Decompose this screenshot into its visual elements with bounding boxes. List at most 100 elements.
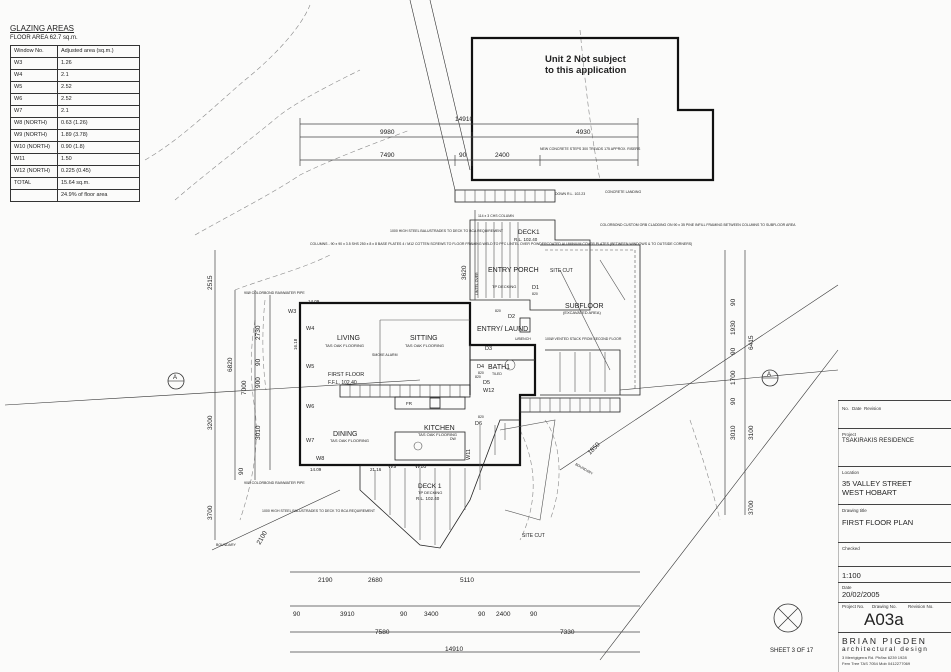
door-size-3: 820 [478, 371, 484, 375]
north-arrow-icon [773, 603, 803, 633]
note-balustrade-top: 1000 HIGH STEEL BALUSTRADES TO DECK TO B… [390, 229, 504, 233]
dim-3010-right: 3010 [730, 425, 737, 440]
tb-drawing-title: FIRST FLOOR PLAN [842, 518, 914, 527]
unit2-note: Unit 2 Not subject to this application [545, 54, 627, 76]
tb-project: TSAKIRAKIS RESIDENCE [842, 438, 915, 444]
window-w12: W12 [483, 388, 494, 394]
dim-90-bot-c: 90 [478, 611, 486, 618]
tb-location-label: Location [842, 470, 860, 475]
note-rainwater-top: 90Ø COLORBOND RAINWATER PIPE [244, 291, 305, 295]
section-marker-right: A [761, 369, 779, 387]
dim-90-right-b: 90 [730, 347, 737, 355]
tb-date: Date [852, 406, 862, 411]
section-line-right [619, 369, 839, 391]
boundary-line-bottom [599, 349, 839, 661]
stove-icon [429, 397, 441, 409]
note-lintel: LINTEL OVER [475, 272, 479, 295]
tb-drawing-no: A03a [864, 610, 904, 629]
ffl-label: F.F.L. 102.40 [328, 380, 357, 386]
dim-2515: 2515 [207, 275, 214, 290]
tb-revision-no-label: Revision No. [908, 604, 934, 609]
lower-stairs [519, 397, 621, 413]
door-d5: D5 [483, 380, 490, 386]
dim-90-top: 90 [459, 152, 467, 159]
tb-location-1: 35 VALLEY STREET [842, 479, 912, 488]
deck-top-rl: R.L. 102.40 [514, 237, 538, 242]
dim-3620: 3620 [461, 265, 468, 280]
note-rainwater-bottom: 90Ø COLORBOND RAINWATER PIPE [244, 481, 305, 485]
dim-6820: 6820 [227, 357, 234, 372]
glazing-area-cell: 24.9% of floor area [57, 189, 140, 202]
tb-project-label: Project [842, 432, 857, 437]
dim-4930: 4930 [576, 129, 591, 136]
deck-top-label: DECK1 [518, 229, 540, 236]
dim-3200: 3200 [207, 415, 214, 430]
room-entry-laund: ENTRY/ LAUND [477, 326, 528, 333]
marker-c: 21.16 [370, 467, 382, 472]
glazing-area-cell: Adjusted area (sq.m.) [57, 45, 140, 58]
dim-2400-bot: 2400 [496, 611, 511, 618]
glazing-row: W9 (NORTH)1.89 (3.78) [10, 129, 140, 142]
fridge-label: FR [406, 401, 413, 406]
dim-7000: 7000 [241, 380, 248, 395]
marker-a: 14.09 [308, 299, 320, 304]
dim-5110: 5110 [460, 577, 474, 584]
top-stairs [454, 189, 556, 203]
dim-90-right-c: 90 [730, 397, 737, 405]
bottom-deck-outline [359, 419, 521, 549]
glazing-areas-table: GLAZING AREAS FLOOR AREA 62.7 sq.m. Wind… [10, 24, 140, 202]
dim-3010-left: 3010 [255, 425, 262, 440]
tb-date-value: 20/02/2005 [842, 590, 880, 599]
door-d2: D2 [508, 314, 515, 320]
note-tiled: TILED [492, 372, 502, 376]
room-sitting: SITTING [410, 335, 438, 342]
dim-3400: 3400 [424, 611, 439, 618]
window-w11: W11 [466, 449, 472, 460]
kitchen-island [394, 431, 466, 461]
section-marker-a-right: A [767, 372, 771, 378]
door-d4: D4 [477, 364, 484, 370]
note-balustrade-bottom: 1000 HIGH STEEL BALUSTRADES TO DECK TO B… [262, 509, 376, 513]
right-stairs [545, 349, 621, 395]
glazing-header-row: Window No.Adjusted area (sq.m.) [10, 45, 140, 58]
tb-checked-label: Checked [842, 546, 860, 551]
window-w10: W10 [415, 464, 426, 470]
note-boundary-2: BOUNDARY [575, 462, 595, 476]
glazing-row: 24.9% of floor area [10, 189, 140, 202]
boundary-line-right [559, 284, 839, 471]
internal-stairs [339, 384, 471, 398]
room-entry-porch-floor: TP DECKING [492, 284, 516, 289]
title-block: No. Date Revision Project TSAKIRAKIS RES… [838, 400, 951, 672]
dim-2100: 2100 [256, 530, 269, 546]
dim-3100: 3100 [748, 425, 755, 440]
first-floor-label: FIRST FLOOR [328, 372, 364, 378]
dim-14910-bot: 14910 [445, 646, 463, 653]
boundary-line-top-2 [429, 0, 471, 171]
dim-1700: 1700 [730, 370, 737, 385]
smoke-alarm-label: SMOKE ALARM [372, 353, 398, 357]
tb-location-2: WEST HOBART [842, 488, 897, 497]
dim-900: 900 [255, 377, 262, 388]
tb-firm-addr: 3 Merrigigerra Rd. Ph/fax 6239 1928 [842, 655, 907, 660]
unit2-outline [470, 36, 715, 182]
window-w3: W3 [288, 309, 296, 315]
room-subfloor-sub: (EXCAVATED AREA) [563, 310, 601, 315]
dim-2190: 2190 [318, 577, 333, 584]
dim-90-left-a: 90 [255, 358, 262, 366]
deck-bottom-label: DECK 1 [418, 483, 442, 490]
door-size-5: 820 [478, 415, 484, 419]
dim-90-right-a: 90 [730, 298, 737, 306]
site-cut-2: SITE CUT [522, 533, 545, 539]
dim-7490: 7490 [380, 152, 395, 159]
room-dining: DINING [333, 431, 358, 438]
dim-1930: 1930 [730, 320, 737, 335]
marker-b: 14.09 [310, 467, 322, 472]
dim-2400-top: 2400 [495, 152, 510, 159]
dim-1850: 1850 [586, 441, 601, 456]
note-landing: CONCRETE LANDING [605, 190, 641, 194]
glazing-floor-area: FLOOR AREA 62.7 sq.m. [10, 35, 78, 41]
